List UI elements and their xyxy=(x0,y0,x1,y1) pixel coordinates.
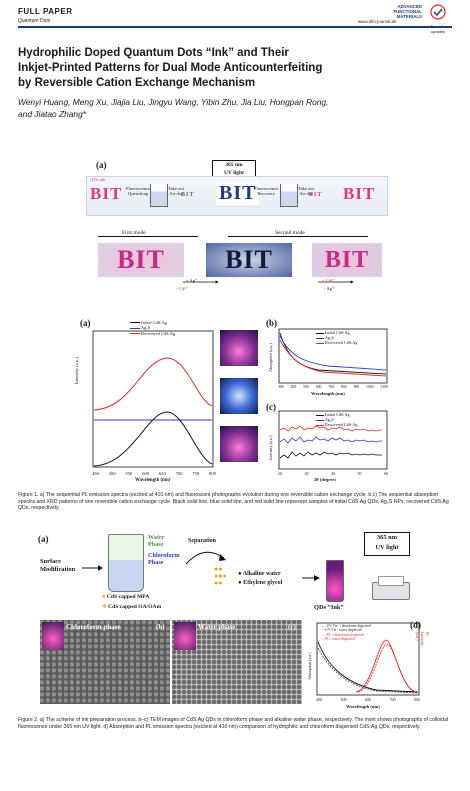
beaker-1-icon xyxy=(150,184,168,207)
x-axis-label: Wavelength (nm) xyxy=(311,391,345,396)
spectra-plot xyxy=(316,622,420,696)
panel-label: (b) xyxy=(266,318,277,328)
panel-label: (a) xyxy=(96,160,107,170)
figure1-schematic: (a) 365 nm UV light QDs ink BIT BIT BIT … xyxy=(78,150,392,300)
panel-label: (c) xyxy=(288,623,296,631)
panel-label: (a) xyxy=(80,318,91,328)
article-title: Hydrophilic Doped Quantum Dots “Ink” and… xyxy=(18,47,323,89)
y-axis-label: Intensity (a.u.) xyxy=(74,357,79,384)
y-axis-label-right: PL Intensity (a.u.) xyxy=(415,632,430,646)
figure2-caption: Figure 2. a) The scheme of ink preparati… xyxy=(18,717,449,730)
qds-ink-label: QDs “Ink” xyxy=(314,604,344,611)
topic-label: Quantum Dots xyxy=(18,18,51,24)
y-axis-label: Absorption (a.u.) xyxy=(268,343,273,372)
ion-label: - Ag⁺ xyxy=(324,286,335,291)
bit-label-4: BIT xyxy=(309,192,323,198)
photo-thumbnail-pink xyxy=(220,330,258,366)
colloid-inset-photo xyxy=(42,622,64,650)
beaker-2-icon xyxy=(280,184,298,207)
arrow-icon xyxy=(302,575,320,581)
qds-ink-vial-icon xyxy=(326,560,344,602)
xrd-plot xyxy=(278,410,388,470)
chart-legend: Initial CdS:Ag Ag₂S Recovered CdS:Ag xyxy=(316,412,358,428)
chart-legend: Initial CdS:Ag Ag₂S Recovered CdS:Ag xyxy=(130,320,175,336)
arrow-icon xyxy=(82,565,103,571)
check-updates-icon xyxy=(430,4,446,20)
header-rule xyxy=(18,26,452,28)
tem-image-water: Water phase (c) xyxy=(172,620,302,704)
panel-label: (b) xyxy=(156,623,165,631)
panel-text: Chloroform phase xyxy=(66,623,121,631)
first-mode-label: First mode xyxy=(120,230,148,236)
check-updates-badge[interactable]: Check for updates xyxy=(424,4,452,34)
printer-paper-icon xyxy=(378,576,404,586)
dots-cluster-icon: ●●●●●●● xyxy=(214,566,227,587)
y-axis-label: Absorption (a.u.) xyxy=(307,652,312,680)
journal-url[interactable]: www.afm-journal.de xyxy=(358,19,397,24)
second-mode-label: Second mode xyxy=(273,230,307,236)
journal-logo: ADVANCED FUNCTIONAL MATERIALS xyxy=(393,4,422,19)
bit-label-3: BIT xyxy=(216,182,260,205)
pl-plot xyxy=(92,330,214,468)
legend-mpa: ● CdS capped MPA xyxy=(102,594,150,600)
bit-label-2: BIT xyxy=(181,192,195,198)
qds-ink-label: QDs ink xyxy=(90,177,106,182)
bit-label-1: BIT xyxy=(90,184,123,203)
section-label: FULL PAPER xyxy=(18,7,73,16)
figure1-xrd-chart: (c) Initial CdS:Ag Ag₂S Recovered CdS:Ag… xyxy=(266,402,390,484)
two-phase-vial-icon xyxy=(108,534,144,592)
y-axis-label: Intensity (a.u.) xyxy=(268,435,273,460)
x-axis-label: Wavelength (nm) xyxy=(135,478,171,483)
ion-label: + Cd²⁺ xyxy=(322,278,335,283)
figure1-caption: Figure 1. a) The sequential PL emission … xyxy=(18,492,449,512)
photo-thumbnail-blue xyxy=(220,378,258,414)
colloid-inset-photo xyxy=(174,622,196,650)
ion-label: + Ag⁺ xyxy=(186,278,198,283)
separation-label: Separation xyxy=(188,538,217,544)
photo-bit-pink-1: BIT xyxy=(98,243,184,277)
absorption-plot xyxy=(278,328,388,384)
chart-legend: Initial CdS:Ag Ag₂S Recovered CdS:Ag xyxy=(316,330,358,346)
curved-arrow-icon xyxy=(185,551,226,565)
panel-label: (d) xyxy=(410,620,421,630)
chart-legend: — UV-Vis / chloroform dispersed -- UV-Vi… xyxy=(322,624,371,642)
panel-label: (a) xyxy=(38,534,49,544)
panel-text: Water phase xyxy=(198,623,236,631)
panel-label: (c) xyxy=(266,402,276,412)
solvent-list: ● Alkaline water ● Ethylene glycol xyxy=(238,571,283,586)
tem-image-chloroform: Chloroform phase (b) xyxy=(40,620,170,704)
article-authors: Wenyi Huang, Meng Xu, Jiajia Liu, Jingyu… xyxy=(18,97,329,119)
figure2-spectra-chart: (d) — UV-Vis / chloroform dispersed -- U… xyxy=(306,618,432,714)
x-axis-label: Wavelength (nm) xyxy=(346,704,380,709)
photo-thumbnail-pink xyxy=(220,426,258,462)
legend-oa: ✳ CdS capped OA/OAm xyxy=(102,604,162,610)
figure1-absorption-chart: (b) Initial CdS:Ag Ag₂S Recovered CdS:Ag… xyxy=(266,318,390,398)
x-axis-label: 2θ (degree) xyxy=(314,477,336,482)
ion-arrows-icon xyxy=(183,280,354,284)
ion-label: - Cd²⁺ xyxy=(176,286,188,291)
figure1-pl-chart: (a) Initial CdS:Ag Ag₂S Recovered CdS:Ag… xyxy=(74,318,216,484)
photo-bit-pink-2: BIT xyxy=(312,243,382,277)
bit-label-5: BIT xyxy=(343,184,376,203)
photo-bit-dark: BIT xyxy=(206,243,292,277)
